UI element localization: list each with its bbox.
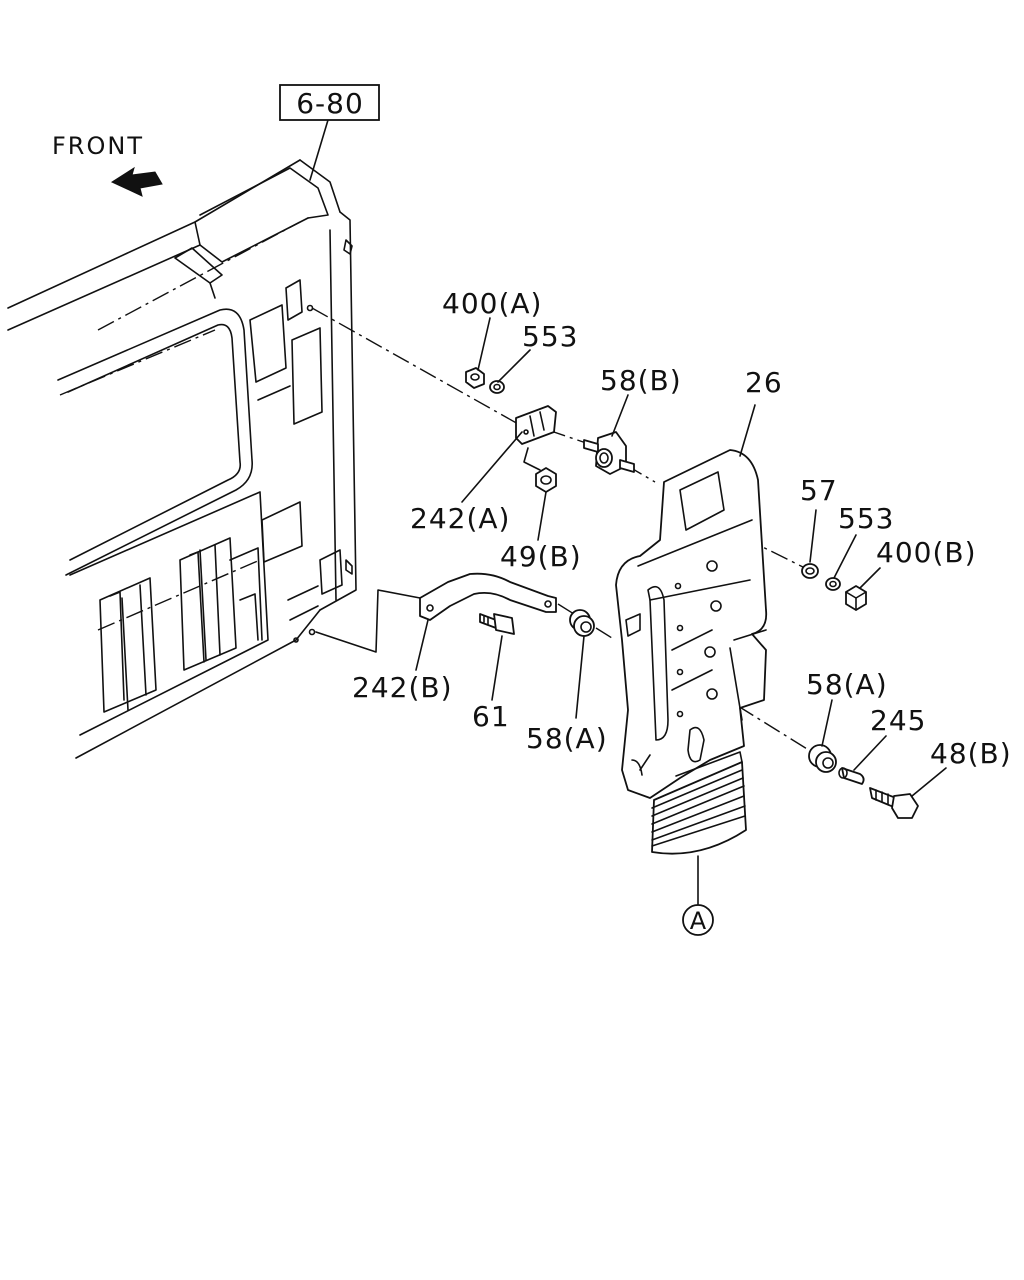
bracket-242a bbox=[515, 405, 557, 445]
assembly-line-58a-duct bbox=[595, 627, 613, 639]
label-57: 57 bbox=[800, 474, 838, 507]
grommet-58a-right bbox=[808, 744, 837, 773]
bolt-48b bbox=[869, 787, 919, 819]
label-48b: 48(B) bbox=[930, 737, 1012, 770]
nut-400b bbox=[845, 585, 867, 611]
label-553a: 553 bbox=[522, 320, 578, 353]
label-58a-left: 58(A) bbox=[526, 722, 608, 755]
label-245: 245 bbox=[870, 704, 926, 737]
assembly-line-58a bbox=[557, 603, 575, 615]
label-26: 26 bbox=[745, 366, 783, 399]
label-400a: 400(A) bbox=[442, 287, 542, 320]
leader-lines bbox=[415, 317, 947, 905]
cab-rear-panel bbox=[7, 159, 357, 759]
label-553b: 553 bbox=[838, 502, 894, 535]
nut-400a bbox=[465, 367, 485, 389]
label-400b: 400(B) bbox=[876, 536, 977, 569]
label-49b: 49(B) bbox=[500, 540, 582, 573]
collar-245 bbox=[838, 767, 865, 785]
label-242a: 242(A) bbox=[410, 502, 510, 535]
assembly-line-upper bbox=[311, 307, 521, 426]
ref-box-label: 6-80 bbox=[296, 87, 364, 120]
label-242b: 242(B) bbox=[352, 671, 453, 704]
bolt-61 bbox=[479, 613, 515, 635]
assembly-line-right bbox=[737, 705, 813, 753]
washer-57 bbox=[801, 563, 819, 579]
marker-a-label: A bbox=[690, 907, 707, 935]
ref-box bbox=[279, 84, 380, 121]
connection-marker-a: A bbox=[682, 904, 714, 936]
label-61: 61 bbox=[472, 700, 510, 733]
grommet-58b bbox=[583, 431, 635, 475]
assembly-line-242b bbox=[315, 589, 421, 653]
label-58a-right: 58(A) bbox=[806, 668, 888, 701]
bracket-242b bbox=[419, 572, 557, 621]
label-58b: 58(B) bbox=[600, 364, 682, 397]
assembly-line-49b bbox=[523, 447, 541, 471]
front-label: FRONT bbox=[52, 132, 144, 160]
ref-leader bbox=[309, 119, 329, 181]
washer-553b bbox=[825, 577, 841, 591]
washer-553a bbox=[489, 380, 505, 394]
grommet-58a-left bbox=[569, 609, 595, 637]
front-arrow-icon bbox=[110, 166, 163, 197]
nut-49b bbox=[535, 467, 557, 493]
air-duct-26 bbox=[615, 449, 768, 855]
